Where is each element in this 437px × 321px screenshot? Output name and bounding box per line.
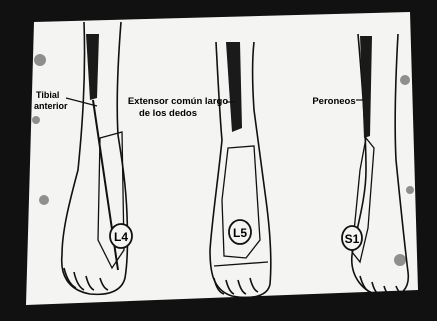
l4-label: L4: [114, 230, 128, 244]
extensor-label-line1: Extensor común largo: [128, 96, 228, 107]
extensor-label-line2: de los dedos: [139, 108, 197, 119]
l5-label: L5: [233, 226, 247, 240]
anterior-label: anterior: [34, 101, 68, 111]
peroneos-label: Peroneos: [312, 96, 355, 107]
s1-label: S1: [345, 232, 360, 246]
tibial-label: Tibial: [36, 90, 59, 100]
